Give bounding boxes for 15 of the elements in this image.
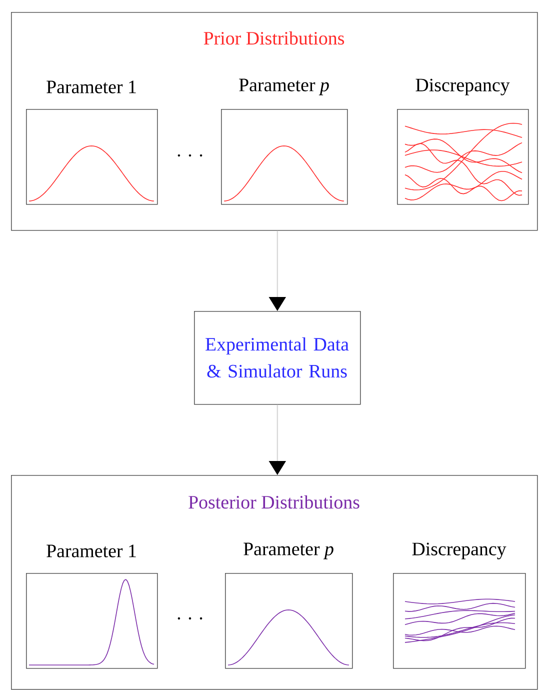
node-label: Parameter 1	[46, 544, 136, 558]
plot-box: Parameter p	[221, 78, 348, 205]
plot-box: Parameter 1	[26, 80, 158, 205]
ellipsis: · · ·	[178, 154, 202, 157]
node-label: Parameter 1	[46, 80, 136, 94]
plot-box: Discrepancy	[397, 78, 529, 205]
node-label: Parameter p	[244, 542, 334, 560]
plot-box: Discrepancy	[393, 542, 526, 669]
plot-box: Parameter p	[225, 542, 353, 669]
process-box: Experimental Data & Simulator Runs	[194, 311, 361, 405]
plot-box: Parameter 1	[26, 544, 158, 669]
node-label: Parameter p	[239, 78, 329, 96]
node-label: Discrepancy	[412, 542, 506, 560]
ellipsis: · · ·	[178, 617, 202, 620]
node-label: Discrepancy	[416, 78, 510, 96]
